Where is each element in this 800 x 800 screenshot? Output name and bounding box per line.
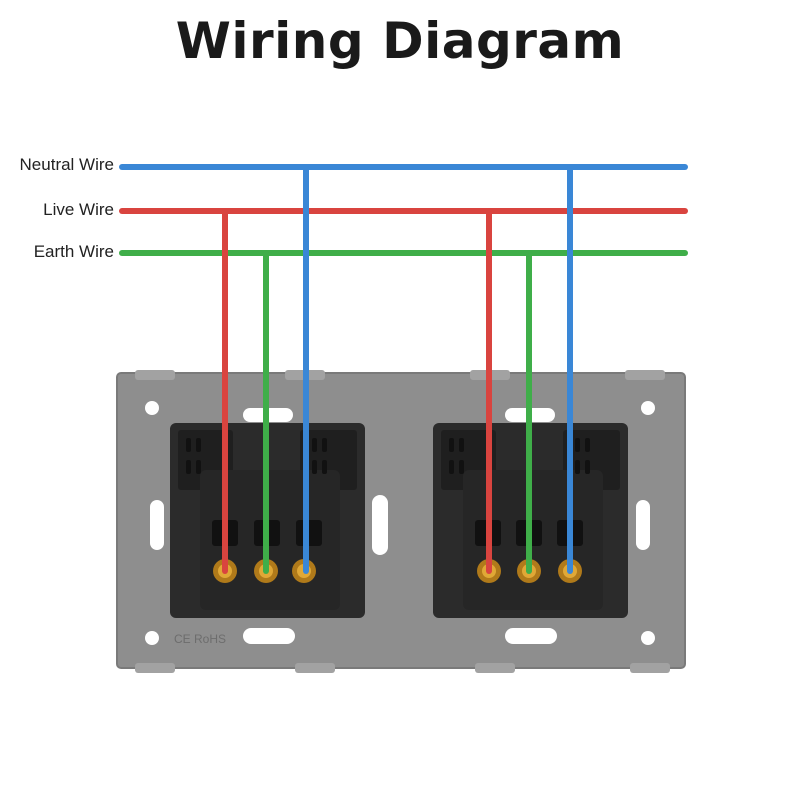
earth-wire-label: Earth Wire <box>33 242 114 261</box>
neutral-wire-label: Neutral Wire <box>19 155 114 174</box>
plate-marking: CE RoHS <box>174 632 226 646</box>
page-title: Wiring Diagram <box>175 12 625 70</box>
live-wire-label: Live Wire <box>43 200 114 219</box>
